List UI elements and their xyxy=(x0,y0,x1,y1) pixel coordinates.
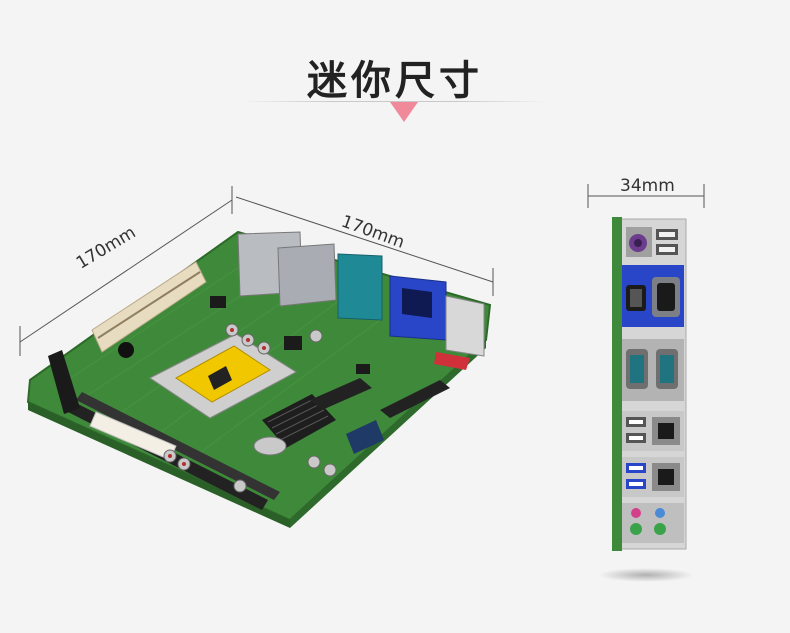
io-height-label: 34mm xyxy=(620,176,675,196)
panel-shadow xyxy=(598,568,694,582)
section-title: 迷你尺寸 xyxy=(307,58,483,104)
down-arrow-icon xyxy=(390,102,418,122)
title-divider xyxy=(240,101,550,102)
io-panel-image xyxy=(612,217,687,551)
